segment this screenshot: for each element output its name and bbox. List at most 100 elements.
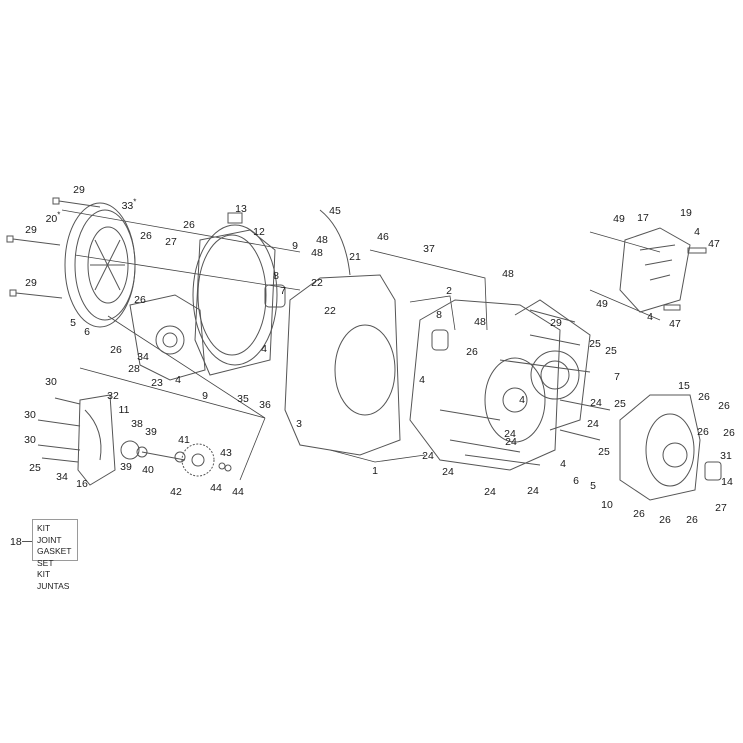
part-callout-1: 1: [372, 464, 378, 477]
kit-line-3: KIT JUNTAS: [37, 569, 70, 591]
part-callout-29: 29: [73, 183, 85, 196]
part-callout-26: 26: [140, 229, 152, 242]
part-callout-40: 40: [142, 463, 154, 476]
long-bolts-24-25: [440, 310, 610, 465]
asterisk-marker: *: [133, 197, 137, 207]
part-callout-2: 2: [446, 284, 452, 297]
outer-cover-20: [65, 203, 135, 327]
part-callout-22: 22: [311, 276, 323, 289]
part-callout-26: 26: [723, 426, 735, 439]
part-callout-31: 31: [720, 449, 732, 462]
clutch-cover: [193, 213, 277, 375]
part-callout-16: 16: [76, 477, 88, 490]
part-callout-26: 26: [659, 513, 671, 526]
part-callout-12: 12: [253, 225, 265, 238]
part-callout-5: 5: [590, 479, 596, 492]
pump-shaft-assembly: [121, 441, 231, 476]
kit-line-2: GASKET SET: [37, 546, 72, 568]
part-callout-30: 30: [45, 375, 57, 388]
part-callout-29: 29: [25, 276, 37, 289]
part-callout-24: 24: [587, 417, 599, 430]
part-callout-3: 3: [296, 417, 302, 430]
part-callout-4: 4: [647, 310, 653, 323]
part-callout-22: 22: [324, 304, 336, 317]
part-callout-10: 10: [601, 498, 613, 511]
part-callout-4: 4: [519, 393, 525, 406]
part-callout-5: 5: [70, 316, 76, 329]
part-callout-45: 45: [329, 204, 341, 217]
bolts-29-left: [7, 198, 100, 298]
part-callout-33: 33*: [121, 197, 137, 212]
kit-callout-number: 18: [10, 536, 22, 548]
part-callout-37: 37: [423, 242, 435, 255]
part-callout-27: 27: [165, 235, 177, 248]
part-callout-20: 20*: [45, 210, 61, 225]
part-callout-21: 21: [349, 250, 361, 263]
part-callout-4: 4: [560, 457, 566, 470]
part-callout-24: 24: [442, 465, 454, 478]
part-callout-25: 25: [29, 461, 41, 474]
part-callout-9: 9: [202, 389, 208, 402]
part-callout-24: 24: [484, 485, 496, 498]
part-callout-48: 48: [311, 246, 323, 259]
part-callout-26: 26: [718, 399, 730, 412]
part-callout-26: 26: [686, 513, 698, 526]
part-callout-13: 13: [235, 202, 247, 215]
part-callout-43: 43: [220, 446, 232, 459]
part-callout-19: 19: [680, 206, 692, 219]
part-callout-30: 30: [24, 408, 36, 421]
part-callout-15: 15: [678, 379, 690, 392]
part-callout-38: 38: [131, 417, 143, 430]
part-callout-36: 36: [259, 398, 271, 411]
part-callout-32: 32: [107, 389, 119, 402]
part-callout-28: 28: [128, 362, 140, 375]
part-callout-48: 48: [502, 267, 514, 280]
part-callout-25: 25: [589, 337, 601, 350]
part-callout-8: 8: [273, 269, 279, 282]
part-callout-39: 39: [145, 425, 157, 438]
part-callout-6: 6: [84, 325, 90, 338]
cylinder-mount: [515, 300, 590, 430]
part-callout-48: 48: [474, 315, 486, 328]
part-callout-25: 25: [598, 445, 610, 458]
part-callout-30: 30: [24, 433, 36, 446]
crankcase-right-half: [410, 300, 560, 470]
part-callout-34: 34: [137, 350, 149, 363]
chain-guard-19: [620, 228, 706, 312]
part-callout-8: 8: [436, 308, 442, 321]
part-callout-11: 11: [118, 403, 130, 416]
part-callout-6: 6: [573, 474, 579, 487]
part-callout-26: 26: [134, 293, 146, 306]
part-callout-49: 49: [596, 297, 608, 310]
pump-housing-23: [130, 295, 205, 380]
asterisk-marker: *: [57, 210, 61, 220]
part-callout-26: 26: [183, 218, 195, 231]
part-callout-4: 4: [175, 373, 181, 386]
part-callout-44: 44: [232, 485, 244, 498]
part-callout-4: 4: [694, 225, 700, 238]
part-callout-48: 48: [316, 233, 328, 246]
part-callout-26: 26: [110, 343, 122, 356]
part-callout-24: 24: [505, 435, 517, 448]
part-callout-4: 4: [419, 373, 425, 386]
part-callout-23: 23: [151, 376, 163, 389]
part-callout-14: 14: [721, 475, 733, 488]
part-callout-46: 46: [377, 230, 389, 243]
part-callout-26: 26: [697, 425, 709, 438]
part-callout-34: 34: [56, 470, 68, 483]
part-callout-24: 24: [504, 427, 516, 440]
part-callout-35: 35: [237, 392, 249, 405]
part-callout-7: 7: [280, 284, 286, 297]
part-callout-42: 42: [170, 485, 182, 498]
part-callout-47: 47: [669, 317, 681, 330]
part-callout-27: 27: [715, 501, 727, 514]
part-callout-24: 24: [527, 484, 539, 497]
gasket-kit-box: KIT JOINT GASKET SET KIT JUNTAS: [32, 519, 78, 591]
part-callout-29: 29: [25, 223, 37, 236]
part-callout-25: 25: [614, 397, 626, 410]
part-callout-4: 4: [261, 342, 267, 355]
part-callout-25: 25: [605, 344, 617, 357]
kit-line-1: KIT JOINT: [37, 523, 62, 545]
part-callout-49: 49: [613, 212, 625, 225]
part-callout-47: 47: [708, 237, 720, 250]
